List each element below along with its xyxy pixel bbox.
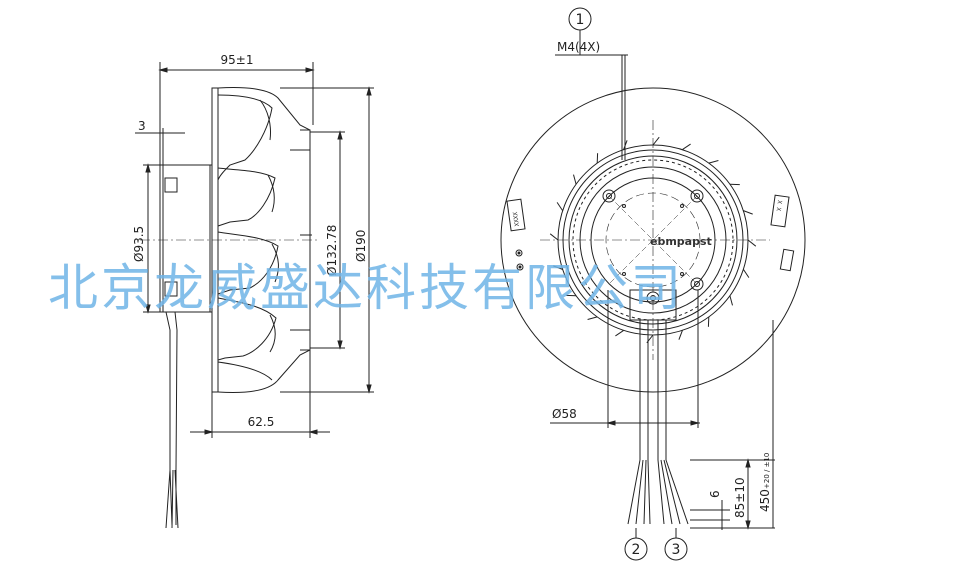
blade-tips bbox=[549, 136, 757, 344]
dim-62-label: 62.5 bbox=[248, 415, 275, 429]
side-cable bbox=[165, 311, 179, 529]
rim-label-left bbox=[506, 198, 526, 232]
callout-1-circle bbox=[568, 7, 592, 31]
dim-6-label: 6 bbox=[708, 490, 722, 498]
impeller-outer-ring bbox=[500, 87, 806, 393]
dim-450-tolerance: +20 / ±10 bbox=[763, 453, 771, 489]
cable-exit bbox=[629, 289, 677, 321]
blade-tip bbox=[573, 174, 577, 185]
callout-2-circle bbox=[624, 537, 648, 561]
blade-tip bbox=[553, 265, 563, 270]
callout-2-label: 2 bbox=[632, 542, 641, 558]
front-view bbox=[500, 7, 806, 561]
side-view bbox=[135, 62, 374, 529]
blade-tip bbox=[747, 239, 757, 247]
watermark: 北京龙威盛达科技有限公司 bbox=[48, 259, 684, 317]
rim-label-left-text: XXXX bbox=[512, 211, 521, 227]
thread-label: M4(4X) bbox=[557, 40, 600, 54]
dim-d190-label: Ø190 bbox=[354, 230, 368, 262]
wires-right bbox=[657, 459, 689, 525]
dim-d93-label: Ø93.5 bbox=[132, 226, 146, 262]
dim-d58-label: Ø58 bbox=[552, 407, 577, 421]
blade-tip bbox=[652, 136, 660, 146]
blade-tip bbox=[742, 269, 750, 278]
motor-housing bbox=[159, 164, 211, 313]
brand-logo: ebmpapst bbox=[650, 235, 712, 248]
blade-tip bbox=[549, 233, 559, 241]
blade-tip bbox=[708, 160, 719, 164]
callout-3-circle bbox=[664, 537, 688, 561]
blade-tip bbox=[556, 202, 564, 211]
callout-1-label: 1 bbox=[576, 12, 585, 28]
blade-tip bbox=[729, 295, 733, 306]
blade-tip bbox=[682, 143, 691, 151]
wires-left bbox=[627, 459, 651, 525]
blade-tip bbox=[587, 316, 598, 320]
callout-3-label: 3 bbox=[672, 542, 681, 558]
mounting-holes bbox=[602, 189, 704, 305]
dim-width-label: 95±1 bbox=[221, 53, 254, 67]
blade-tip bbox=[615, 329, 624, 337]
dim-3-label: 3 bbox=[138, 119, 146, 133]
blade-tip bbox=[678, 330, 683, 340]
dim-85-label: 85±10 bbox=[733, 477, 747, 518]
blade-tip bbox=[743, 210, 753, 215]
dim-450-label: 450 bbox=[758, 489, 772, 512]
rim-label-right-text: X X bbox=[774, 200, 782, 212]
dim-d132-label: Ø132.78 bbox=[325, 225, 339, 276]
rim-label-right bbox=[770, 194, 790, 228]
